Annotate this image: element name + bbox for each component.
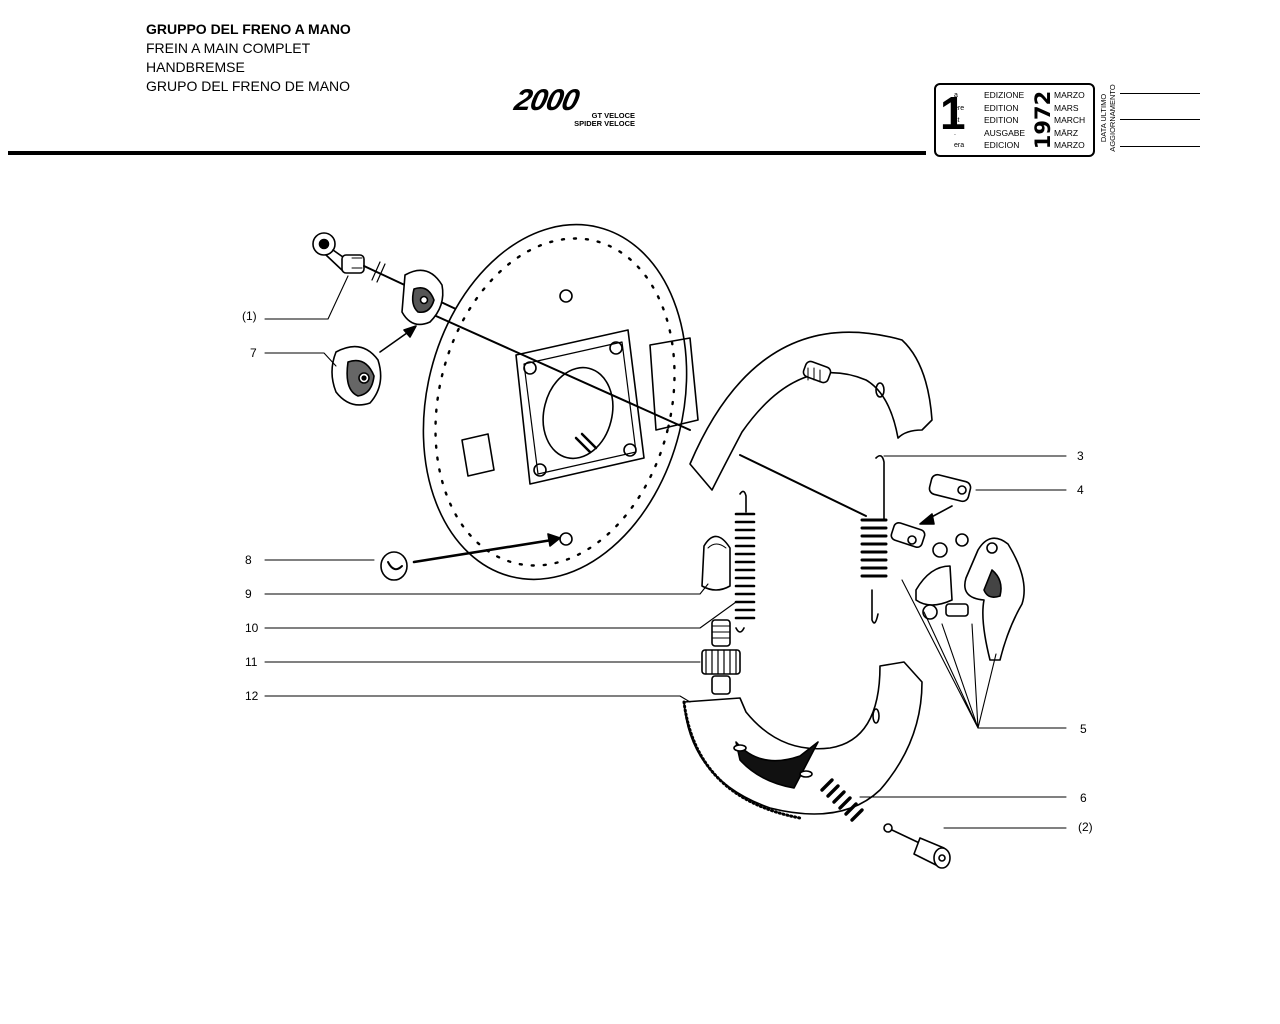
cable-segment xyxy=(435,315,691,431)
adjuster-screw xyxy=(701,619,741,695)
callout-label: (2) xyxy=(1078,820,1093,834)
edition-suffix: ère xyxy=(954,104,965,112)
edition-month: MARZO xyxy=(1054,90,1085,100)
leader-lines xyxy=(264,275,1067,829)
model-variants: GT VELOCE SPIDER VELOCE xyxy=(574,112,635,128)
update-date-line xyxy=(1120,93,1200,94)
edition-words: EDIZIONE EDITION EDITION AUSGABE EDICION xyxy=(984,89,1025,152)
edition-suffix: era xyxy=(954,142,965,150)
callout-label: 8 xyxy=(245,553,252,567)
edition-month: MARZO xyxy=(1054,140,1085,151)
variant-spider-veloce: SPIDER VELOCE xyxy=(574,119,635,128)
part-group-titles: GRUPPO DEL FRENO A MANO FREIN A MAIN COM… xyxy=(146,20,351,96)
arrow-head xyxy=(919,513,935,525)
adjuster-cap xyxy=(701,535,731,591)
edition-number: 1 xyxy=(940,87,966,139)
cable-segment xyxy=(739,454,867,517)
edition-word: EDITION xyxy=(984,102,1019,113)
callout-label: (1) xyxy=(242,309,257,323)
cable-grommet xyxy=(401,269,444,326)
brake-back-plate xyxy=(422,223,699,581)
hold-down-spring xyxy=(820,778,864,822)
cable-end-fitting xyxy=(312,232,365,274)
edition-month: MARS xyxy=(1054,102,1079,113)
lower-brake-shoe xyxy=(682,661,923,820)
edition-word: EDITION xyxy=(984,115,1019,126)
arrow-washer xyxy=(412,538,554,564)
edition-suffixes: a ère st . era xyxy=(954,90,964,153)
edition-suffix: a xyxy=(954,92,958,99)
cable-clevis xyxy=(890,473,972,549)
edition-word: EDIZIONE xyxy=(984,90,1025,100)
handbrake-lever-group xyxy=(915,533,1025,661)
callout-label: 10 xyxy=(245,621,259,635)
edition-months: MARZO MARS MARCH MÄRZ MARZO xyxy=(1054,89,1085,152)
edition-month: MARCH xyxy=(1054,115,1086,126)
title-french: FREIN A MAIN COMPLET xyxy=(146,40,311,56)
upper-brake-shoe xyxy=(689,331,933,491)
edition-word: AUSGABE xyxy=(984,127,1026,138)
callout-label: 11 xyxy=(245,655,258,669)
update-date-line xyxy=(1120,146,1200,147)
callout-label: 7 xyxy=(250,346,257,360)
grommet-detail xyxy=(331,345,382,406)
title-german: HANDBREMSE xyxy=(146,59,245,75)
header-rule xyxy=(8,151,926,155)
edition-suffix: st xyxy=(954,117,960,125)
callout-label: 4 xyxy=(1077,483,1084,497)
edition-box: 1 a ère st . era EDIZIONE EDITION EDITIO… xyxy=(934,83,1095,157)
callout-label: 6 xyxy=(1080,791,1087,805)
arrow-head xyxy=(403,325,417,338)
arrow-head xyxy=(547,533,561,547)
edition-month: MÄRZ xyxy=(1054,127,1079,138)
edition-suffix: . xyxy=(954,129,956,137)
washer xyxy=(380,551,408,581)
callout-label: 5 xyxy=(1080,722,1087,736)
title-italian: GRUPPO DEL FRENO A MANO xyxy=(146,21,351,37)
variant-gt-veloce: GT VELOCE xyxy=(591,111,635,120)
callout-label: 3 xyxy=(1077,449,1084,463)
adjuster-spring xyxy=(734,490,756,633)
edition-word: EDICION xyxy=(984,140,1020,151)
return-spring xyxy=(860,454,888,624)
title-spanish: GRUPO DEL FRENO DE MANO xyxy=(146,78,351,94)
cable-break-mark xyxy=(371,261,386,283)
update-date-line xyxy=(1120,119,1200,120)
shoe-pin xyxy=(883,823,951,869)
model-logo: 2000 GT VELOCE SPIDER VELOCE xyxy=(512,84,640,136)
callout-label: 12 xyxy=(245,689,259,703)
callout-label: 9 xyxy=(245,587,252,601)
